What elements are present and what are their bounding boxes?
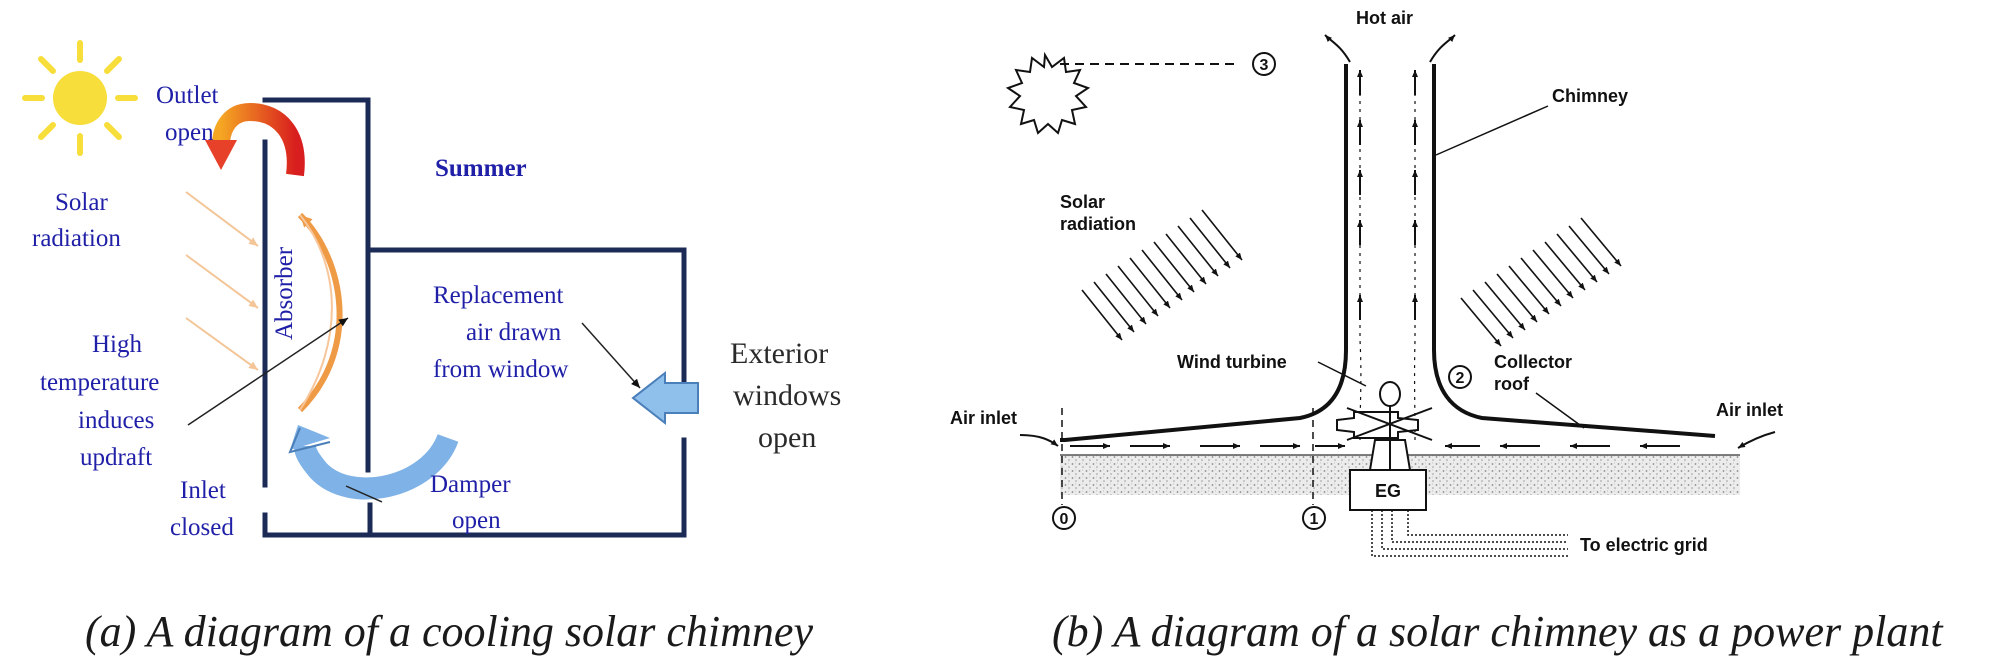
sun-outline-icon: [1005, 51, 1091, 135]
outlet-label: Outlet open: [156, 82, 219, 146]
svg-text:windows: windows: [733, 379, 841, 412]
damper-pointer: [345, 485, 383, 503]
damper-label: Damper open: [430, 471, 511, 534]
svg-text:Replacement: Replacement: [433, 282, 564, 309]
chimney-left-wall: [1060, 64, 1348, 442]
svg-text:open: open: [165, 119, 214, 146]
svg-text:Collector: Collector: [1494, 352, 1572, 372]
svg-text:radiation: radiation: [32, 225, 121, 252]
collector-roof-label: Collector roof: [1494, 352, 1572, 394]
solar-radiation-label-b: Solar radiation: [1060, 192, 1136, 234]
point-0-marker: 0: [1052, 506, 1076, 530]
generator-box: [1349, 469, 1427, 511]
svg-text:roof: roof: [1494, 374, 1530, 394]
caption-panel-b: (b) A diagram of a solar chimney as a po…: [1052, 607, 1943, 656]
svg-text:open: open: [758, 421, 816, 454]
svg-text:0: 0: [1060, 511, 1069, 528]
wind-turbine-label: Wind turbine: [1177, 352, 1287, 372]
solar-radiation-arrows-left: [1081, 209, 1243, 341]
svg-text:open: open: [452, 507, 501, 534]
exterior-windows-label: Exterior windows open: [730, 337, 841, 454]
outlet-arrow: [205, 102, 305, 177]
solar-radiation-arrows-right: [1460, 217, 1622, 347]
hot-air-left-arrow: [1324, 34, 1351, 63]
wind-turbine-callout: [1317, 361, 1367, 387]
hot-air-label: Hot air: [1356, 8, 1413, 28]
absorber-label: Absorber: [271, 246, 298, 340]
svg-text:from window: from window: [433, 356, 568, 383]
chimney-updraft-arrows: [1357, 70, 1418, 320]
svg-text:radiation: radiation: [1060, 214, 1136, 234]
point-1-marker: 1: [1302, 506, 1326, 530]
hot-air-right-arrow: [1429, 34, 1456, 63]
svg-text:temperature: temperature: [40, 369, 159, 396]
damper-arrow: [288, 425, 459, 500]
chimney-right-wall: [1432, 64, 1716, 438]
summer-label: Summer: [435, 155, 527, 182]
updraft-arrow-right: [297, 212, 343, 413]
high-temperature-label: High temperature induces updraft: [40, 331, 159, 471]
replacement-air-label: Replacement air drawn from window: [433, 282, 568, 383]
svg-text:closed: closed: [170, 514, 234, 541]
caption-panel-a: (a) A diagram of a cooling solar chimney: [85, 607, 813, 656]
svg-text:updraft: updraft: [80, 444, 152, 471]
svg-text:Solar: Solar: [1060, 192, 1105, 212]
inlet-label: Inlet closed: [170, 477, 234, 541]
sun-icon: [22, 40, 138, 156]
svg-text:Damper: Damper: [430, 471, 511, 498]
air-inlet-right-arrow: [1737, 431, 1776, 449]
svg-text:Exterior: Exterior: [730, 337, 828, 370]
air-inlet-left-label: Air inlet: [950, 408, 1017, 428]
point-3-marker: 3: [1252, 52, 1276, 76]
solar-rays: [185, 191, 259, 371]
svg-text:Inlet: Inlet: [180, 477, 226, 504]
air-inlet-left-arrow: [1019, 434, 1059, 447]
chimney-callout: [1435, 105, 1549, 156]
window-inflow-arrow: [631, 370, 699, 426]
svg-text:3: 3: [1260, 57, 1269, 74]
air-inlet-right-label: Air inlet: [1716, 400, 1783, 420]
generator-label: EG: [1375, 481, 1401, 501]
svg-text:induces: induces: [78, 407, 154, 434]
solar-radiation-label-a: Solar radiation: [32, 189, 121, 252]
svg-text:2: 2: [1456, 370, 1465, 387]
replacement-pointer: [581, 322, 641, 389]
wind-turbine-icon: [1336, 381, 1433, 471]
svg-text:Solar: Solar: [55, 189, 108, 216]
collector-roof-callout: [1535, 392, 1585, 429]
updraft-arrow-left: [299, 214, 333, 411]
panel-a-cooling-chimney: Outlet open Summer Solar radiation Absor…: [22, 40, 841, 541]
svg-text:air drawn: air drawn: [466, 319, 562, 346]
grid-cables: [1371, 510, 1568, 557]
high-temp-pointer: [187, 317, 349, 426]
chimney-dashed-flow: [1359, 70, 1416, 441]
to-electric-grid-label: To electric grid: [1580, 535, 1708, 555]
panel-b-power-plant: EG 3 2 0 1 Hot air Chim: [950, 8, 1783, 557]
svg-text:Outlet: Outlet: [156, 82, 219, 109]
svg-text:1: 1: [1310, 511, 1319, 528]
point-2-marker: 2: [1448, 365, 1472, 389]
chimney-label: Chimney: [1552, 86, 1628, 106]
svg-text:High: High: [92, 331, 143, 358]
